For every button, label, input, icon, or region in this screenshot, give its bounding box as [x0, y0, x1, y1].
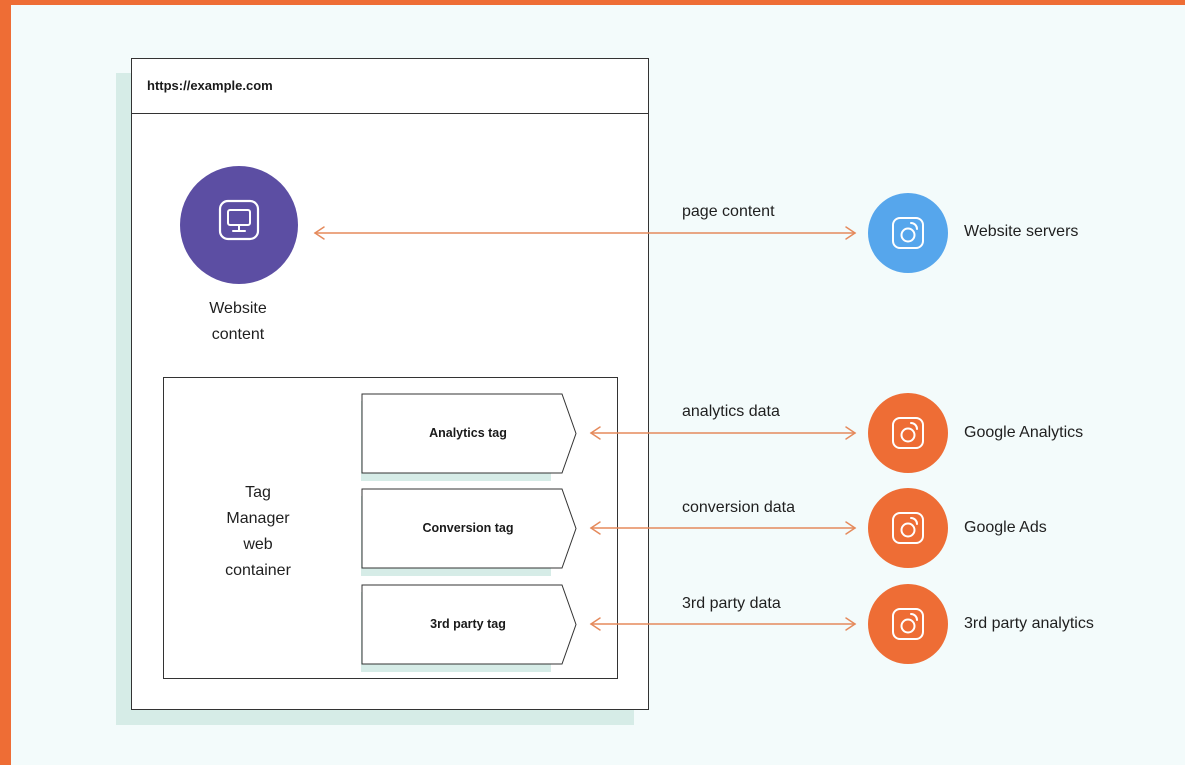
- google-analytics-circle: [868, 393, 948, 473]
- analytics-icon: [892, 417, 924, 449]
- tag-manager-label-line4: container: [225, 562, 291, 579]
- website-content-label: Website content: [188, 296, 288, 348]
- frame-top-border: [0, 0, 1185, 5]
- conversion-tag-label: Conversion tag: [422, 521, 514, 535]
- server-icon: [892, 217, 924, 249]
- frame-left-border: [0, 0, 11, 765]
- conversion-data-label: conversion data: [682, 499, 795, 516]
- tag-manager-label-line3: web: [243, 536, 273, 553]
- analytics-tag-label: Analytics tag: [429, 426, 507, 440]
- website-content-circle: [180, 166, 298, 284]
- website-content-label-line1: Website: [209, 300, 267, 317]
- third-party-tag-shape: [361, 584, 577, 672]
- monitor-icon: [218, 199, 260, 241]
- third-party-analytics-icon: [892, 608, 924, 640]
- ads-icon: [892, 512, 924, 544]
- google-analytics-label: Google Analytics: [964, 424, 1084, 441]
- third-party-tag-label: 3rd party tag: [430, 617, 506, 631]
- analytics-data-label: analytics data: [682, 403, 780, 420]
- page-content-data-label: page content: [682, 203, 775, 220]
- tag-manager-label-line2: Manager: [226, 510, 290, 527]
- third-party-analytics-circle: [868, 584, 948, 664]
- website-content-label-line2: content: [211, 326, 265, 343]
- google-ads-circle: [868, 488, 948, 568]
- third-party-analytics-label: 3rd party analytics: [964, 615, 1094, 632]
- analytics-tag-shape: [361, 393, 577, 481]
- browser-address-bar: https://example.com: [132, 59, 648, 114]
- tag-manager-label-line1: Tag: [245, 484, 271, 501]
- third-party-data-label: 3rd party data: [682, 595, 781, 612]
- conversion-tag-shape: [361, 488, 577, 576]
- tag-manager-label: Tag Manager web container: [193, 480, 323, 584]
- analytics-tag: Analytics tag: [361, 393, 581, 483]
- google-ads-label: Google Ads: [964, 519, 1047, 536]
- conversion-tag: Conversion tag: [361, 488, 581, 578]
- website-servers-circle: [868, 193, 948, 273]
- website-servers-label: Website servers: [964, 223, 1079, 240]
- third-party-tag: 3rd party tag: [361, 584, 581, 674]
- browser-url: https://example.com: [147, 78, 273, 93]
